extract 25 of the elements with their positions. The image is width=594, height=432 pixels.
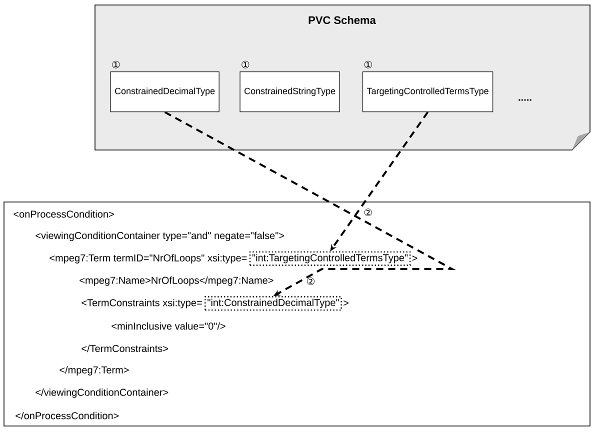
type-box: ConstrainedDecimalType — [110, 72, 220, 112]
code-line: > — [344, 300, 348, 306]
dotted-highlight-box: "int:ConstrainedDecimalType" — [204, 296, 342, 311]
edge-label: ② — [307, 277, 314, 285]
code-line: <onProcessCondition> — [14, 210, 114, 218]
code-line: <viewingConditionContainer type="and" negate="false"> — [36, 232, 284, 242]
edge-label: ② — [364, 208, 372, 216]
code-line: > — [412, 256, 418, 261]
code-line: </TermConstraints> — [82, 344, 168, 352]
code-line: </mpeg7:Term> — [60, 366, 129, 376]
code-line: <TermConstraints xsi:type= — [82, 298, 202, 308]
code-line: </viewingConditionContainer> — [36, 388, 168, 398]
code-line: <minInclusive value="0"/> — [112, 322, 226, 330]
circled-number: ① — [112, 60, 120, 68]
circled-number: ① — [364, 60, 372, 68]
type-box: TargetingControlledTermsType — [362, 72, 494, 112]
ellipsis: ..... — [518, 99, 532, 101]
type-box: ConstrainedStringType — [240, 72, 340, 112]
code-line: <mpeg7:Term termID="NrOfLoops" xsi:type= — [50, 254, 247, 264]
code-line: <mpeg7:Name>NrOfLoops</mpeg7:Name> — [80, 276, 274, 286]
dotted-highlight-box: "int:TargetingControlledTermsType" — [249, 251, 411, 266]
code-line: </onProcessCondition> — [16, 412, 119, 420]
code-panel — [4, 202, 590, 426]
schema-title: PVC Schema — [308, 16, 376, 24]
circled-number: ① — [242, 60, 250, 68]
